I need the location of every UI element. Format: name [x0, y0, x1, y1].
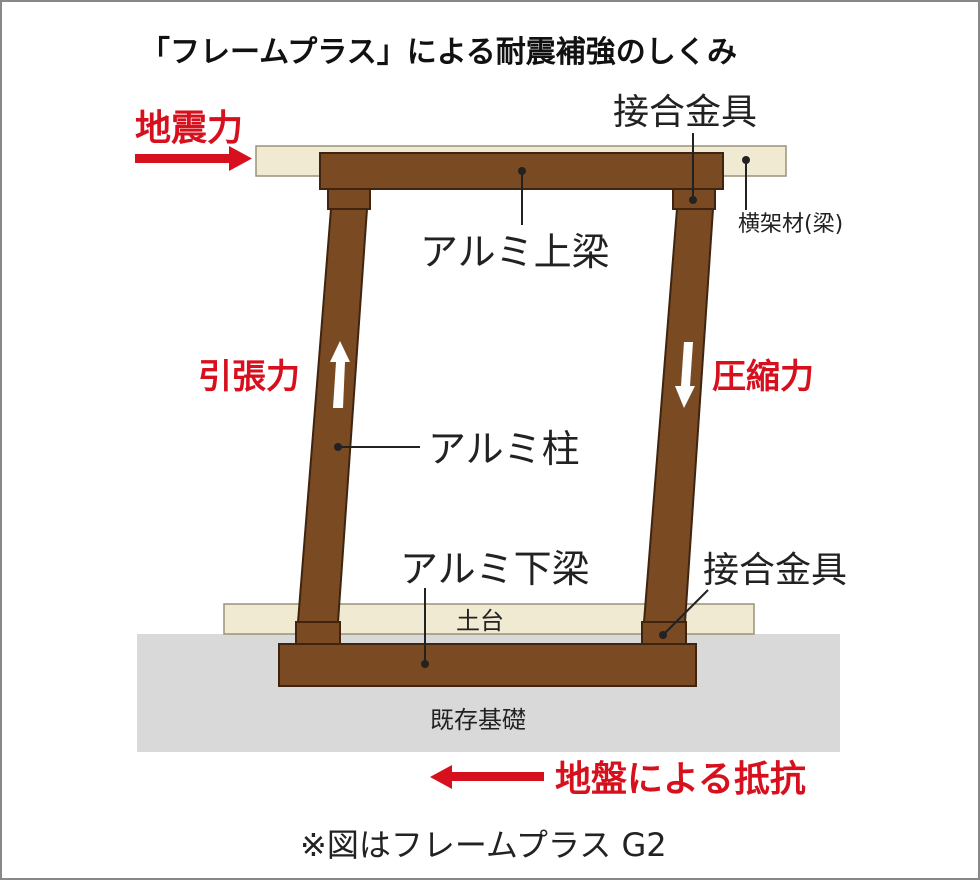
beam-label: 横架材(梁): [738, 212, 843, 237]
leader-dots: [334, 156, 750, 668]
aluminum-column-left: [296, 208, 369, 623]
column-label: アルミ柱: [428, 427, 580, 471]
bottom-joint-label: 接合金具: [703, 550, 847, 591]
figure-note: ※図はフレームプラス G2: [300, 826, 667, 864]
ground-resistance-label: 地盤による抵抗: [555, 758, 806, 800]
compression-arrow: [675, 342, 695, 408]
leader-lines: [338, 133, 747, 664]
aluminum-lower-beam: [278, 643, 697, 687]
tension-label: 引張力: [198, 357, 300, 397]
upper-beam-label: アルミ上梁: [420, 230, 610, 274]
lower-beam-label: アルミ下梁: [400, 547, 590, 591]
ground-resistance-arrow: [430, 765, 544, 789]
tension-arrow: [330, 341, 350, 408]
sill-label: 土台: [456, 607, 504, 635]
compression-label: 圧縮力: [712, 357, 814, 397]
seismic-force-arrow: [135, 146, 252, 171]
diagram-title: 「フレームプラス」による耐震補強のしくみ: [140, 35, 737, 70]
foundation-label: 既存基礎: [430, 706, 526, 734]
top-joint-label: 接合金具: [613, 92, 757, 133]
bottom-left-joint: [295, 621, 341, 645]
seismic-force-label: 地震力: [135, 108, 243, 149]
top-left-joint: [327, 188, 371, 210]
